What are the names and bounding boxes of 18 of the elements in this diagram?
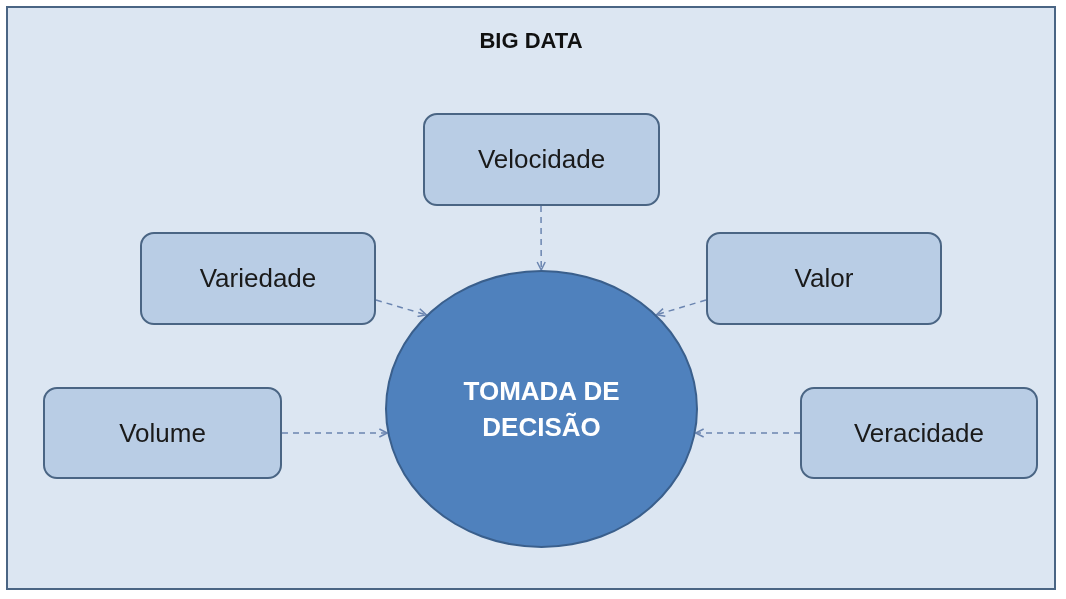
node-label: Variedade bbox=[199, 263, 317, 294]
concept-box bbox=[800, 387, 1038, 479]
dashed-arrow bbox=[655, 299, 707, 318]
concept-box bbox=[706, 232, 942, 325]
frame-title: BIG DATA bbox=[478, 28, 584, 54]
dashed-arrow bbox=[536, 205, 546, 271]
dashed-arrow bbox=[281, 428, 389, 438]
node-label: Volume bbox=[119, 417, 206, 449]
dashed-arrow bbox=[375, 299, 428, 318]
concept-box bbox=[140, 232, 376, 325]
node-label: Valor bbox=[794, 263, 854, 294]
dashed-arrow bbox=[694, 428, 801, 438]
concept-box bbox=[43, 387, 282, 479]
node-label: TOMADA DE DECISÃO bbox=[463, 374, 620, 444]
concept-box bbox=[423, 113, 660, 206]
node-label: Velocidade bbox=[477, 144, 606, 175]
node-label: Veracidade bbox=[853, 417, 985, 449]
frame-box bbox=[6, 6, 1056, 590]
